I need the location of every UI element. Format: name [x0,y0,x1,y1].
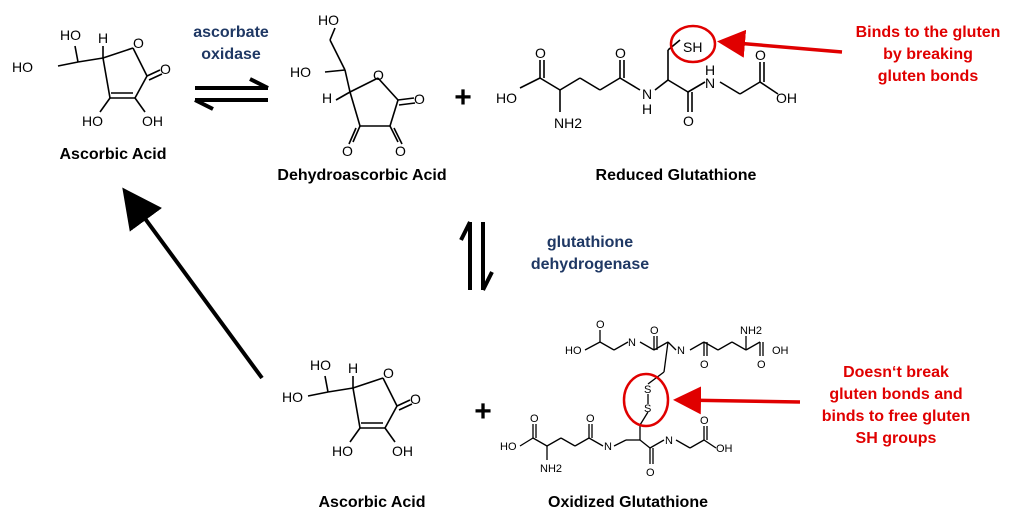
atom-nh2: NH2 [540,463,562,475]
atom-o: O [383,365,394,381]
dehydroascorbic-acid-structure [324,27,416,145]
enzyme-label-line: ascorbate [193,24,269,41]
atom-s: S [644,403,651,415]
annotation-line: gluten bonds [877,68,979,85]
atom-o: O [615,45,626,61]
atom-o: O [683,113,694,129]
atom-ho: HO [565,345,582,357]
atom-nh2: NH2 [554,115,582,131]
atom-ho: HO [332,443,353,459]
atom-o: O [133,35,144,51]
atom-ho: HO [310,357,331,373]
atom-o: O [410,391,421,407]
atom-ho: HO [82,113,103,129]
annotation-line: SH groups [855,430,937,447]
atom-n: N [604,441,612,453]
oxidized-glutathione-caption: Oxidized Glutathione [547,494,709,511]
reduced-glutathione-structure [519,39,779,112]
atom-ho: HO [60,27,81,43]
atom-nh2: NH2 [740,325,762,337]
plus-sign-top: + [454,81,472,114]
atom-h: H [705,62,715,78]
ascorbic-acid-structure-top [57,45,163,113]
atom-o: O [414,91,425,107]
annotation-top: Binds to the gluten by breaking gluten b… [836,22,1020,88]
reduced-glutathione-caption: Reduced Glutathione [595,167,757,184]
equilibrium-arrow-2 [459,221,494,291]
atom-oh: OH [142,113,163,129]
atom-o: O [395,143,406,159]
annotation-line: gluten bonds and [829,386,963,403]
annotation-line: Binds to the gluten [855,24,1001,41]
sh-highlight-circle [669,24,717,64]
enzyme-label-ascorbate-oxidase: ascorbate oxidase [172,22,290,66]
ascorbic-acid-caption-bottom: Ascorbic Acid [318,494,426,511]
atom-oh: OH [772,345,789,357]
plus-sign-bottom: + [474,395,492,428]
atom-n: N [665,435,673,447]
atom-h: H [348,360,358,376]
atom-ho: HO [318,12,339,28]
atom-o: O [373,67,384,83]
ascorbic-acid-caption-top: Ascorbic Acid [59,146,167,163]
annotation-bottom: Doesn‘t break gluten bonds and binds to … [800,362,992,450]
equilibrium-arrow-1 [194,77,269,111]
annotation-line: by breaking [883,46,973,63]
atom-n: N [642,86,652,102]
atom-o: O [342,143,353,159]
ascorbic-acid-structure-bottom [307,375,413,443]
atom-sh: SH [683,39,702,55]
atom-n: N [628,337,636,349]
atom-oh: OH [776,90,797,106]
atom-o: O [160,61,171,77]
atom-h: H [642,101,652,117]
annotation-arrow-bottom [673,386,801,415]
atom-o: O [646,467,655,479]
enzyme-label-line: dehydrogenase [530,256,650,273]
atom-ho: HO [12,59,33,75]
recycle-arrow [122,187,264,380]
annotation-arrow-top [717,29,843,58]
dehydroascorbic-acid-caption: Dehydroascorbic Acid [277,167,447,184]
atom-o: O [650,325,659,337]
disulfide-highlight-circle [622,372,670,428]
atom-ho: HO [290,64,311,80]
enzyme-label-glutathione-dehydrogenase: glutathione dehydrogenase [510,232,670,276]
atom-o: O [596,319,605,331]
atom-o: O [700,359,709,371]
atom-oh: OH [392,443,413,459]
atom-o: O [700,415,709,427]
enzyme-label-line: glutathione [546,234,634,251]
enzyme-label-line: oxidase [201,46,261,63]
atom-oh: OH [716,443,733,455]
annotation-line: binds to free gluten [821,408,971,425]
atom-s: S [644,384,651,396]
atom-h: H [98,30,108,46]
annotation-line: Doesn‘t break [843,364,949,381]
atom-ho: HO [500,441,517,453]
atom-o: O [530,413,539,425]
atom-ho: HO [282,389,303,405]
atom-o: O [757,359,766,371]
atom-h: H [322,90,332,106]
atom-o: O [535,45,546,61]
atom-o: O [586,413,595,425]
atom-n: N [677,345,685,357]
atom-o: O [755,47,766,63]
atom-ho: HO [496,90,517,106]
oxidized-glutathione-structure [519,330,764,464]
atom-n: N [705,75,715,91]
